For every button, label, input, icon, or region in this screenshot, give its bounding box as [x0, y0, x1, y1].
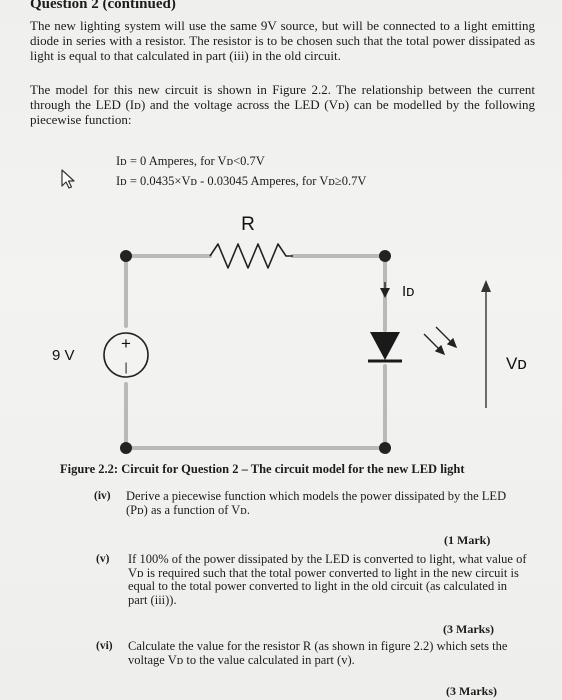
question-number: (iv) [94, 490, 111, 502]
question-text: Calculate the value for the resistor R (… [128, 639, 508, 667]
marks-label: (1 Mark) [444, 533, 491, 547]
question-text: If 100% of the power dissipated by the L… [128, 552, 527, 607]
marks-label: (3 Marks) [443, 622, 494, 636]
equation-on: Iᴅ = 0.0435×Vᴅ - 0.03045 Amperes, for Vᴅ… [116, 174, 367, 188]
circuit-diagram: R + | 9 V Iᴅ Vᴅ [52, 214, 527, 454]
mouse-cursor-icon [61, 169, 75, 189]
model-paragraph: The model for this new circuit is shown … [30, 82, 535, 127]
node-top-left [120, 250, 132, 262]
question-heading: Question 2 (continued) [30, 0, 176, 12]
question-text: Derive a piecewise function which models… [126, 489, 507, 517]
question-number: (vi) [96, 640, 113, 652]
source-voltage-label: 9 V [52, 347, 75, 364]
node-bottom-right [379, 442, 391, 454]
intro-paragraph: The new lighting system will use the sam… [30, 18, 535, 63]
voltage-label: Vᴅ [506, 354, 527, 373]
question-number: (v) [96, 553, 110, 565]
figure-caption: Figure 2.2: Circuit for Question 2 – The… [60, 462, 465, 476]
node-bottom-left [120, 442, 132, 454]
source-minus-sign: | [124, 360, 127, 374]
current-label: Iᴅ [402, 283, 414, 300]
led-diode-symbol [370, 332, 400, 360]
resistor-label: R [241, 214, 255, 235]
source-plus-sign: + [121, 334, 131, 353]
light-emission-arrows-icon [423, 326, 458, 356]
current-arrow-icon [380, 288, 390, 298]
resistor-symbol [209, 243, 293, 269]
equation-off: Iᴅ = 0 Amperes, for Vᴅ<0.7V [116, 154, 265, 168]
marks-label: (3 Marks) [446, 684, 497, 698]
node-top-right [379, 250, 391, 262]
voltage-source-symbol [103, 332, 149, 378]
voltage-arrow-icon [481, 280, 491, 292]
